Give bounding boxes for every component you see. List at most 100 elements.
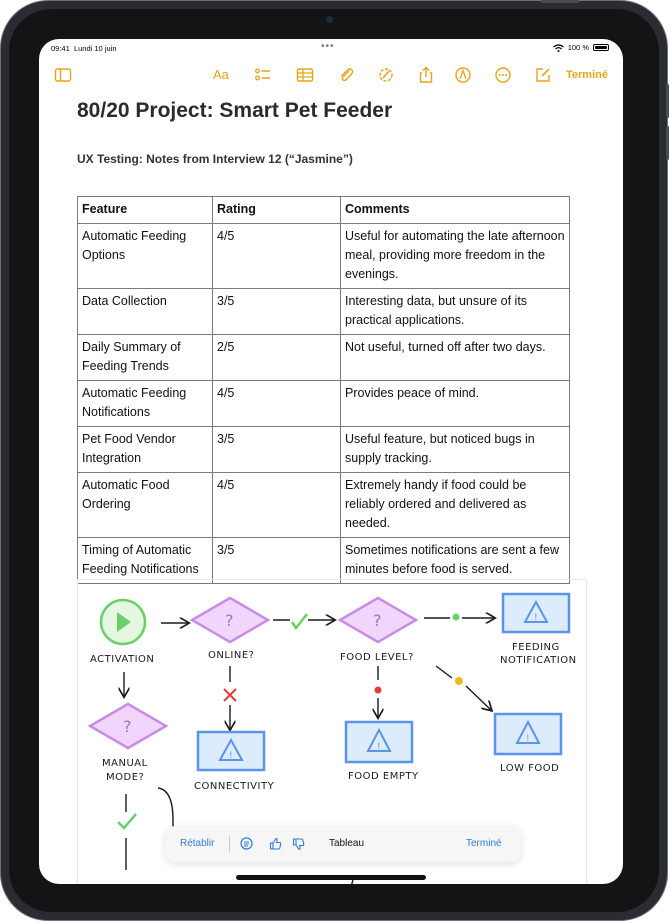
- svg-text:!: !: [377, 742, 381, 752]
- warning-icon: [515, 719, 541, 744]
- home-indicator[interactable]: [236, 875, 426, 880]
- markup-icon[interactable]: [376, 65, 396, 85]
- table-label: Tableau: [329, 838, 365, 849]
- cell-rating[interactable]: 3/5: [212, 426, 341, 473]
- table-icon[interactable]: [295, 65, 315, 85]
- food-level-node: ? FOOD LEVEL?: [337, 596, 419, 663]
- attachment-icon[interactable]: [336, 65, 356, 85]
- play-icon: [117, 612, 131, 632]
- cell-comment[interactable]: Sometimes notifications are sent a few m…: [340, 537, 570, 584]
- label-feeding: FEEDING: [512, 642, 560, 653]
- food-empty-node: ! FOOD EMPTY: [344, 720, 419, 782]
- more-icon[interactable]: [493, 65, 513, 85]
- note-title[interactable]: 80/20 Project: Smart Pet Feeder: [77, 99, 393, 122]
- sidebar-icon[interactable]: [53, 65, 73, 85]
- online-node: ? ONLINE?: [189, 596, 271, 661]
- cell-feature[interactable]: Daily Summary of Feeding Trends: [77, 334, 213, 381]
- redo-button[interactable]: Rétablir: [180, 838, 215, 849]
- screen: 09:41 Lundi 10 juin ••• 100 % Aa: [39, 39, 623, 884]
- front-camera: [326, 16, 333, 23]
- volume-down-button: [666, 126, 669, 160]
- list-icon[interactable]: [240, 837, 253, 855]
- compose-icon[interactable]: [533, 65, 553, 85]
- cell-comment[interactable]: Not useful, turned off after two days.: [340, 334, 570, 381]
- cell-comment[interactable]: Provides peace of mind.: [340, 380, 570, 427]
- text-style-button[interactable]: Aa: [213, 67, 229, 82]
- label-mode: MODE?: [106, 772, 144, 783]
- svg-text:!: !: [229, 751, 233, 761]
- svg-text:!: !: [526, 734, 530, 744]
- label-food-level: FOOD LEVEL?: [340, 652, 414, 663]
- activation-node: ACTIVATION: [90, 598, 154, 665]
- label-manual: MANUAL: [102, 758, 148, 769]
- label-food-empty: FOOD EMPTY: [348, 771, 419, 782]
- pencil-tip-icon[interactable]: [453, 65, 473, 85]
- table-edit-bar: Rétablir Tableau Terminé: [165, 826, 521, 862]
- cell-comment[interactable]: Extremely handy if food could be reliabl…: [340, 472, 570, 538]
- battery-icon: [593, 44, 609, 51]
- table-row: Timing of Automatic Feeding Notification…: [77, 537, 570, 584]
- label-low-food: LOW FOOD: [500, 763, 559, 774]
- status-bar: 09:41 Lundi 10 juin ••• 100 %: [39, 39, 623, 59]
- status-right: 100 %: [552, 43, 609, 52]
- label-connectivity: CONNECTIVITY: [194, 781, 275, 792]
- check-icon: [117, 813, 137, 830]
- note-subtitle[interactable]: UX Testing: Notes from Interview 12 (“Ja…: [77, 152, 353, 166]
- warning-icon: [218, 737, 244, 761]
- x-mark-icon: [223, 688, 237, 702]
- header-feature[interactable]: Feature: [77, 196, 213, 224]
- cell-comment[interactable]: Useful for automating the late afternoon…: [340, 223, 570, 289]
- cell-feature[interactable]: Data Collection: [77, 288, 213, 335]
- battery-percent: 100 %: [567, 43, 589, 52]
- cell-rating[interactable]: 4/5: [212, 380, 341, 427]
- flowchart-sketch[interactable]: ACTIVATION ? ONLINE?: [77, 579, 587, 884]
- cell-rating[interactable]: 2/5: [212, 334, 341, 381]
- yellow-dot: [455, 677, 463, 685]
- checklist-icon[interactable]: [253, 65, 273, 85]
- cell-feature[interactable]: Pet Food Vendor Integration: [77, 426, 213, 473]
- table-row: Automatic Feeding Options 4/5 Useful for…: [77, 223, 570, 289]
- label-online: ONLINE?: [208, 650, 254, 661]
- warning-icon: [523, 599, 549, 623]
- cell-rating[interactable]: 4/5: [212, 472, 341, 538]
- status-time: 09:41 Lundi 10 juin: [51, 44, 117, 53]
- label-activation: ACTIVATION: [90, 654, 154, 665]
- cell-feature[interactable]: Automatic Feeding Notifications: [77, 380, 213, 427]
- cell-rating[interactable]: 3/5: [212, 288, 341, 335]
- top-button: [541, 0, 579, 3]
- share-icon[interactable]: [416, 65, 436, 85]
- volume-up-button: [666, 84, 669, 118]
- cell-feature[interactable]: Automatic Food Ordering: [77, 472, 213, 538]
- header-comments[interactable]: Comments: [340, 196, 570, 224]
- divider: [229, 836, 230, 852]
- cell-rating[interactable]: 3/5: [212, 537, 341, 584]
- table-header-row: Feature Rating Comments: [77, 196, 570, 224]
- cell-rating[interactable]: 4/5: [212, 223, 341, 289]
- arrow: [465, 685, 491, 710]
- header-rating[interactable]: Rating: [212, 196, 341, 224]
- connector-line: [157, 787, 174, 845]
- warning-icon: [366, 727, 392, 752]
- table-row: Pet Food Vendor Integration 3/5 Useful f…: [77, 426, 570, 473]
- cell-feature[interactable]: Timing of Automatic Feeding Notification…: [77, 537, 213, 584]
- green-dot: [452, 613, 460, 621]
- sketch-canvas: ACTIVATION ? ONLINE?: [87, 592, 576, 884]
- done-button[interactable]: Terminé: [566, 69, 608, 81]
- cell-comment[interactable]: Interesting data, but unsure of its prac…: [340, 288, 570, 335]
- question-icon: ?: [373, 611, 382, 630]
- cell-feature[interactable]: Automatic Feeding Options: [77, 223, 213, 289]
- multitasking-dots[interactable]: •••: [321, 41, 335, 52]
- table-row: Automatic Feeding Notifications 4/5 Prov…: [77, 380, 570, 427]
- table-row: Automatic Food Ordering 4/5 Extremely ha…: [77, 472, 570, 538]
- thumbs-down-icon[interactable]: [292, 838, 305, 856]
- connectivity-node: ! CONNECTIVITY: [194, 730, 275, 792]
- cell-comment[interactable]: Useful feature, but noticed bugs in supp…: [340, 426, 570, 473]
- thumbs-up-icon[interactable]: [269, 837, 282, 855]
- low-food-node: ! LOW FOOD: [493, 712, 563, 774]
- svg-text:!: !: [534, 613, 538, 623]
- feedback-table[interactable]: Feature Rating Comments Automatic Feedin…: [77, 196, 570, 584]
- done-edit-button[interactable]: Terminé: [466, 838, 502, 849]
- feeding-notification-node: ! FEEDING NOTIFICATION: [500, 592, 576, 666]
- red-dot: [374, 686, 382, 694]
